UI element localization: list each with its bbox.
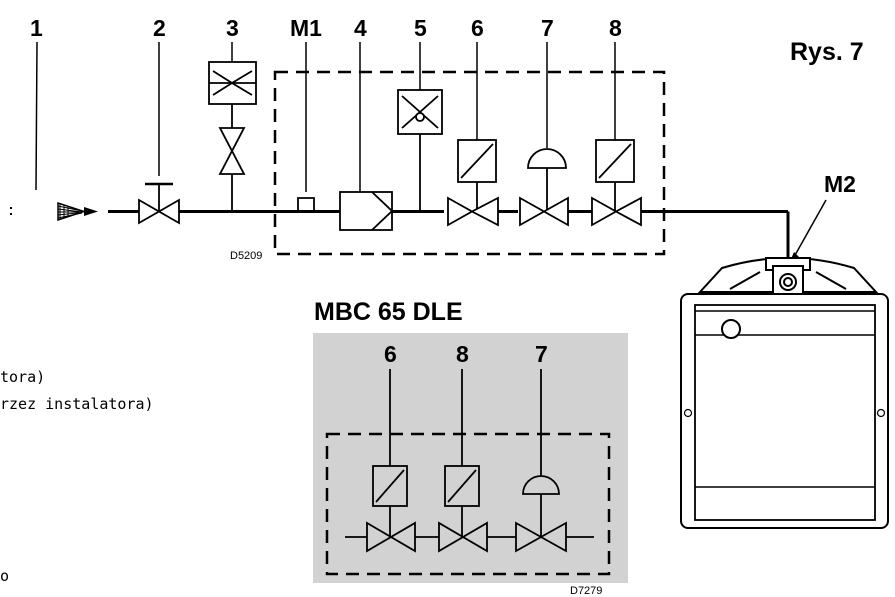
pressure-regulator-icon <box>519 148 569 227</box>
filter-icon <box>339 191 394 231</box>
drawing-code-inset: D7279 <box>570 585 602 597</box>
label-m2: M2 <box>824 171 856 197</box>
test-point-m1-icon <box>297 197 315 210</box>
inset-regulator-icon <box>515 475 567 553</box>
legend-fragment-2: rzez instalatora) <box>0 395 154 413</box>
dots-marker <box>10 207 12 215</box>
inset-solenoid-valve-8-icon <box>438 465 488 553</box>
inset-solenoid-valve-6-icon <box>366 465 416 553</box>
label-4: 4 <box>354 15 367 41</box>
manual-valve-icon <box>138 182 180 225</box>
leader-lines <box>35 41 616 192</box>
leader-m2 <box>793 199 827 258</box>
solenoid-valve-8-icon <box>591 139 642 227</box>
inset-leaders <box>389 369 542 476</box>
inset-title: MBC 65 DLE <box>314 298 463 326</box>
label-3: 3 <box>226 15 239 41</box>
inset-panel <box>313 333 628 583</box>
label-6: 6 <box>471 15 484 41</box>
valve-unit-boundary <box>273 70 666 256</box>
inset-label-6: 6 <box>384 341 397 367</box>
inset-label-7: 7 <box>535 341 548 367</box>
label-8: 8 <box>609 15 622 41</box>
solenoid-valve-6-icon <box>447 139 499 227</box>
figure-label: Rys. 7 <box>790 38 864 66</box>
burner-icon <box>680 257 889 529</box>
label-2: 2 <box>153 15 166 41</box>
leader-1 <box>35 41 38 191</box>
gas-inlet-icon <box>57 201 98 222</box>
drawing-code-main: D5209 <box>230 250 262 262</box>
pressure-gauge-icon <box>208 61 257 211</box>
legend-fragment-1: tora) <box>0 368 45 386</box>
legend-fragment-3: o <box>0 567 9 585</box>
label-5: 5 <box>414 15 427 41</box>
pressure-switch-icon <box>397 89 443 211</box>
inset-label-8: 8 <box>456 341 469 367</box>
label-m1: M1 <box>290 15 322 41</box>
label-1: 1 <box>30 15 43 41</box>
label-7: 7 <box>541 15 554 41</box>
main-pipe <box>108 210 790 262</box>
